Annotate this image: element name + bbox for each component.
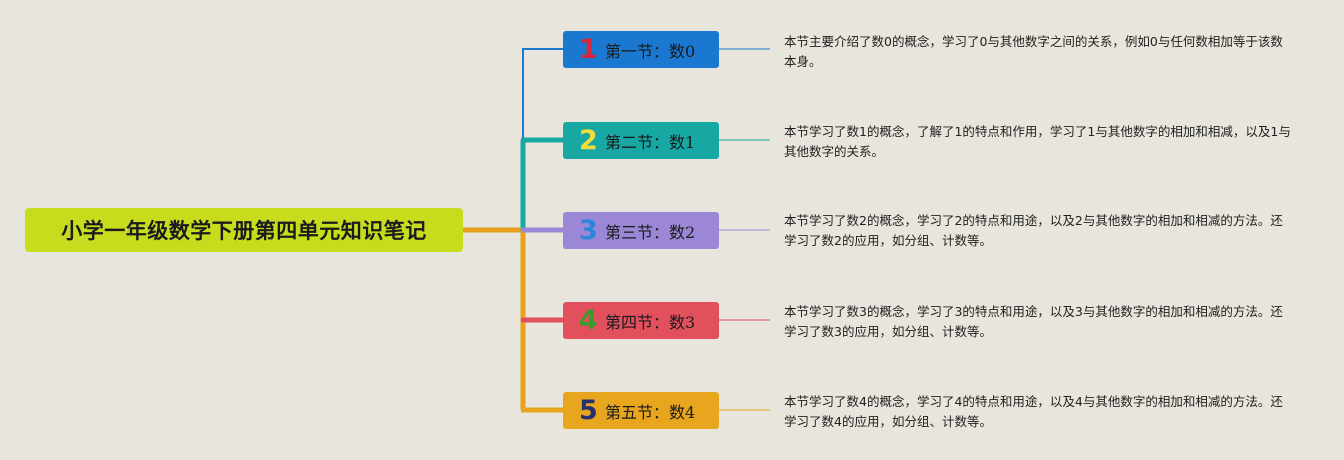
section-number: 5 xyxy=(579,395,598,426)
section-node-4[interactable]: 4 第四节：数3 xyxy=(563,302,719,339)
section-note-4: 本节学习了数3的概念，学习了3的特点和用途，以及3与其他数字的相加和相减的方法。… xyxy=(784,304,1283,339)
section-note-5: 本节学习了数4的概念，学习了4的特点和用途，以及4与其他数字的相加和相减的方法。… xyxy=(784,394,1283,429)
section-number: 4 xyxy=(579,305,598,336)
section-note-3: 本节学习了数2的概念，学习了2的特点和用途，以及2与其他数字的相加和相减的方法。… xyxy=(784,213,1283,248)
section-label: 第五节：数4 xyxy=(605,402,696,422)
section-label: 第三节：数2 xyxy=(605,222,696,242)
root-topic[interactable]: 小学一年级数学下册第四单元知识笔记 xyxy=(25,208,463,252)
section-note-1: 本节主要介绍了数0的概念，学习了0与其他数字之间的关系，例如0与任何数相加等于该… xyxy=(784,34,1283,69)
section-node-1[interactable]: 1 第一节：数0 xyxy=(563,31,719,68)
section-node-2[interactable]: 2 第二节：数1 xyxy=(563,122,719,159)
section-number: 2 xyxy=(579,125,598,156)
section-label: 第一节：数0 xyxy=(605,41,696,61)
section-number: 3 xyxy=(579,215,598,246)
section-number: 1 xyxy=(579,34,598,65)
section-label: 第二节：数1 xyxy=(605,132,696,152)
section-label: 第四节：数3 xyxy=(605,312,696,332)
section-node-5[interactable]: 5 第五节：数4 xyxy=(563,392,719,429)
section-node-3[interactable]: 3 第三节：数2 xyxy=(563,212,719,249)
section-note-2: 本节学习了数1的概念，了解了1的特点和作用，学习了1与其他数字的相加和相减，以及… xyxy=(784,124,1291,159)
root-title: 小学一年级数学下册第四单元知识笔记 xyxy=(61,219,427,243)
